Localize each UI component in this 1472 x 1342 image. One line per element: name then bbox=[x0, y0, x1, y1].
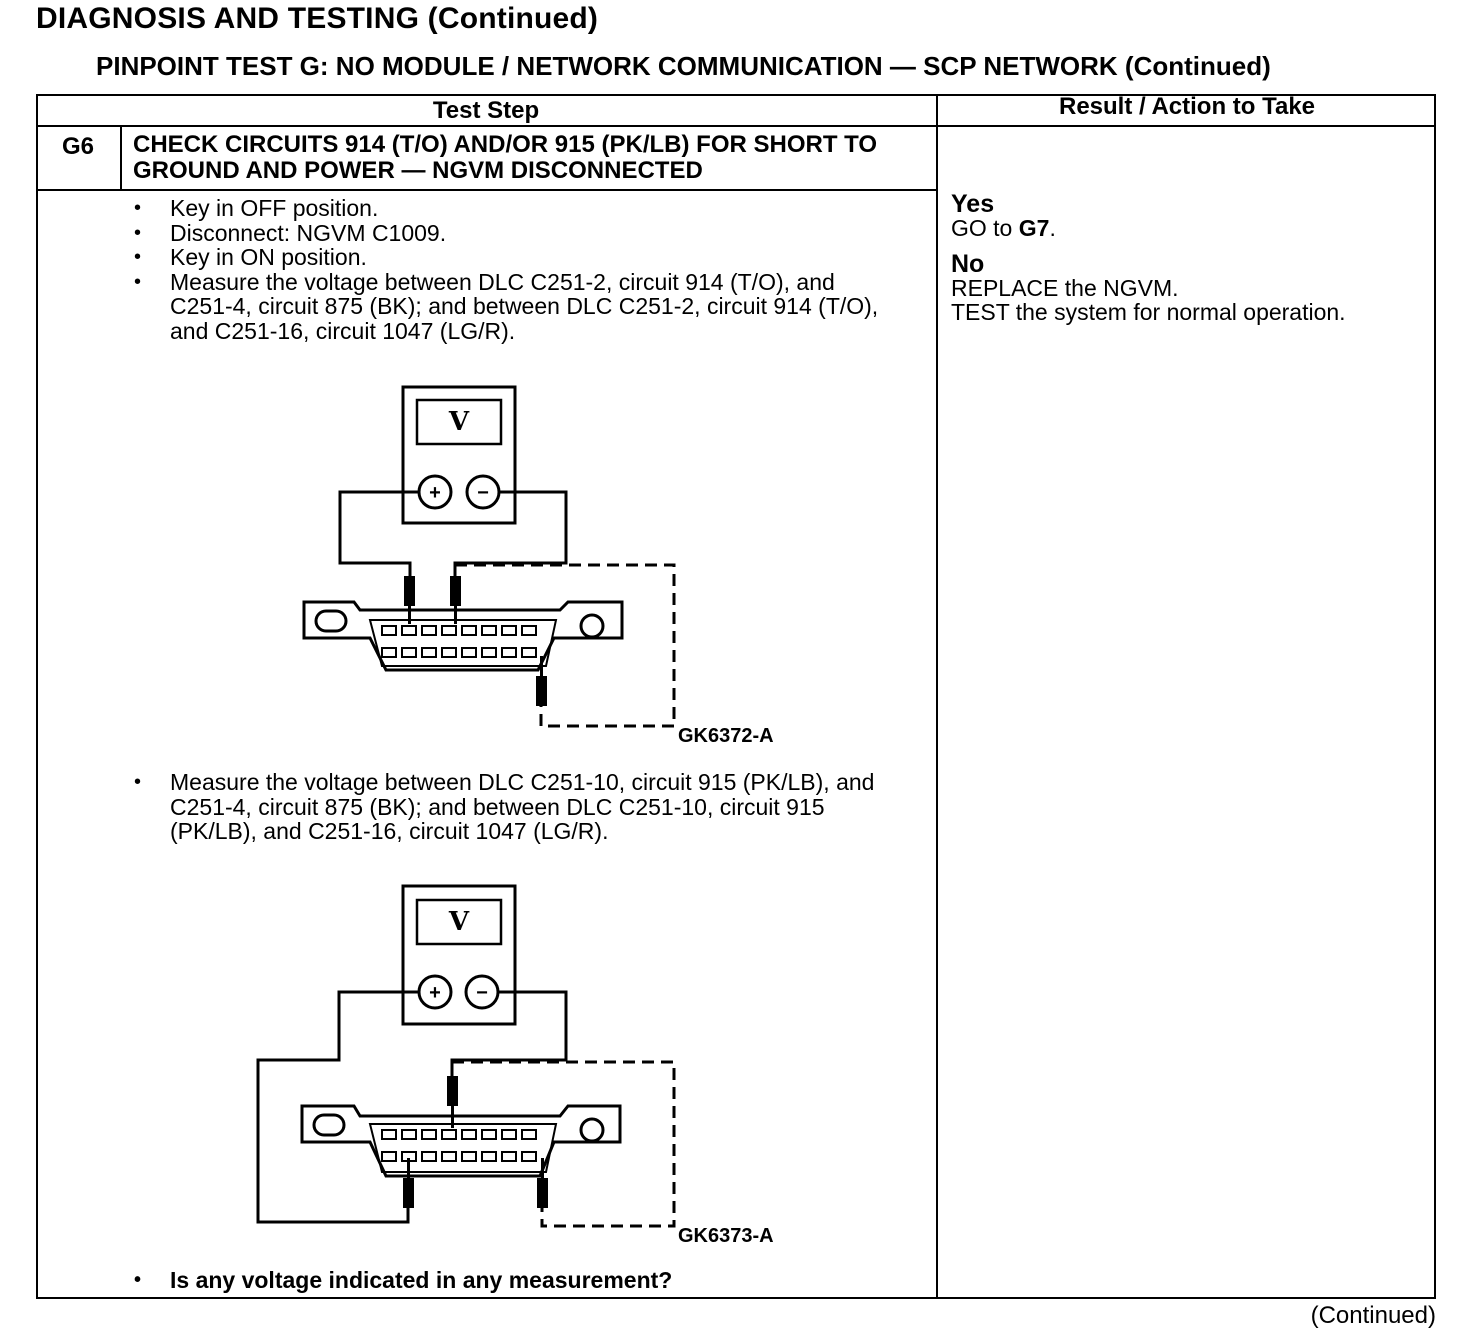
voltmeter-diagram-1: V + − bbox=[302, 385, 676, 728]
result-yes: Yes GO to G7. bbox=[951, 190, 1056, 241]
probe-negative bbox=[447, 1076, 458, 1106]
yes-action-prefix: GO to bbox=[951, 215, 1019, 241]
plus-label: + bbox=[429, 982, 441, 1004]
no-action-1: REPLACE the NGVM. bbox=[951, 275, 1179, 301]
lead-ground-dashed bbox=[455, 563, 676, 728]
step-question: Is any voltage indicated in any measurem… bbox=[134, 1268, 909, 1293]
lead-positive bbox=[338, 490, 419, 580]
step-id: G6 bbox=[62, 133, 95, 160]
no-label: No bbox=[951, 250, 985, 278]
voltmeter-diagram-2: V + − bbox=[256, 884, 676, 1228]
meter-label: V bbox=[448, 907, 470, 937]
col-header-test-step: Test Step bbox=[432, 97, 540, 124]
probe-negative bbox=[450, 576, 461, 606]
dlc-connector-outline bbox=[300, 1104, 622, 1178]
minus-label: − bbox=[476, 982, 488, 1004]
result-no: No REPLACE the NGVM. TEST the system for… bbox=[951, 250, 1346, 325]
test-table bbox=[36, 94, 1436, 1299]
probe-ground bbox=[536, 676, 547, 706]
minus-label: − bbox=[477, 482, 489, 504]
probe-positive bbox=[404, 576, 415, 606]
instruction-item: Key in ON position. bbox=[134, 245, 894, 270]
yes-action-target: G7 bbox=[1018, 215, 1050, 241]
question-item: Is any voltage indicated in any measurem… bbox=[134, 1268, 909, 1293]
step-id-divider bbox=[120, 125, 122, 190]
column-divider bbox=[936, 94, 938, 1299]
instruction-item: Measure the voltage between DLC C251-2, … bbox=[134, 269, 894, 344]
figure-2-id: GK6373-A bbox=[678, 1225, 774, 1247]
yes-label: Yes bbox=[951, 190, 995, 218]
voltmeter-display bbox=[415, 398, 503, 446]
voltmeter-body bbox=[401, 884, 517, 1026]
step-title: CHECK CIRCUITS 914 (T/O) AND/OR 915 (PK/… bbox=[133, 131, 878, 184]
instruction-item: Disconnect: NGVM C1009. bbox=[134, 220, 894, 246]
figure-1-id: GK6372-A bbox=[678, 725, 774, 747]
step-title-divider bbox=[36, 189, 937, 191]
plus-label: + bbox=[429, 482, 441, 504]
step-instructions: Key in OFF position. Disconnect: NGVM C1… bbox=[134, 196, 894, 343]
yes-action-suffix: . bbox=[1049, 215, 1056, 241]
voltmeter-body bbox=[401, 385, 517, 525]
lead-negative bbox=[450, 990, 568, 1080]
probe-positive bbox=[403, 1178, 414, 1208]
lead-ground-dashed bbox=[452, 1060, 676, 1228]
voltmeter-display bbox=[415, 898, 503, 946]
dlc-connector-outline bbox=[302, 600, 624, 672]
step-instruction-2: Measure the voltage between DLC C251-10,… bbox=[134, 770, 909, 844]
instruction-item: Measure the voltage between DLC C251-10,… bbox=[134, 770, 909, 844]
pinpoint-test-title: PINPOINT TEST G: NO MODULE / NETWORK COM… bbox=[96, 51, 1271, 81]
lead-negative bbox=[453, 490, 568, 580]
instruction-item: Key in OFF position. bbox=[134, 196, 894, 221]
continued-footer: (Continued) bbox=[1310, 1302, 1436, 1329]
page-title: DIAGNOSIS AND TESTING (Continued) bbox=[36, 2, 599, 35]
lead-positive bbox=[256, 990, 419, 1224]
meter-label: V bbox=[448, 407, 470, 437]
col-header-result: Result / Action to Take bbox=[1058, 93, 1316, 120]
no-action-2: TEST the system for normal operation. bbox=[951, 299, 1346, 325]
header-divider bbox=[36, 125, 1436, 127]
probe-ground bbox=[537, 1178, 548, 1208]
